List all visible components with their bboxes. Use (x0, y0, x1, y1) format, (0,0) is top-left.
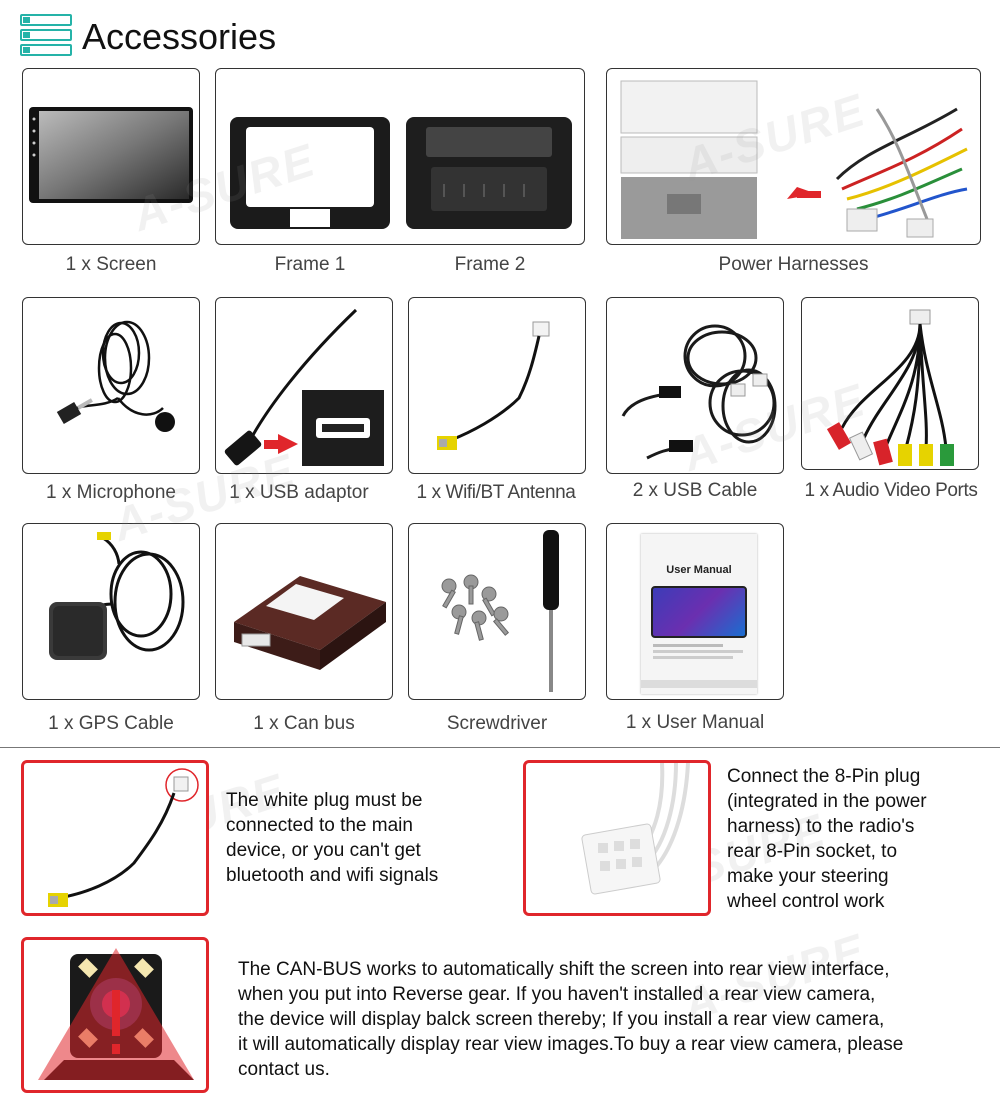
page-title: Accessories (82, 16, 277, 57)
screwdriver-image (408, 523, 586, 700)
usb-adaptor-image (215, 297, 393, 474)
wifi-bt-antenna-caption: 1 x Wifi/BT Antenna (416, 482, 576, 503)
usb-cable-caption: 2 x USB Cable (632, 480, 758, 501)
microphone-image (22, 297, 200, 474)
audio-video-ports-caption: 1 x Audio Video Ports (804, 480, 978, 501)
screwdriver-caption: Screwdriver (446, 713, 548, 734)
wifi-bt-antenna-image (408, 297, 586, 474)
gps-cable-caption: 1 x GPS Cable (48, 713, 174, 734)
usb-cable-image (606, 297, 784, 474)
white-plug-image (21, 760, 209, 916)
screen-caption: 1 x Screen (65, 254, 157, 275)
frame1-caption: Frame 1 (274, 254, 346, 275)
can-bus-image (215, 523, 393, 700)
eight-pin-plug-image (523, 760, 711, 916)
user-manual-image: User Manual (606, 523, 784, 700)
can-bus-note: The CAN-BUS works to automatically shift… (238, 959, 904, 1080)
gps-cable-image (22, 523, 200, 700)
section-divider (0, 747, 1000, 748)
frame2-caption: Frame 2 (454, 254, 526, 275)
power-harnesses-image (606, 68, 981, 245)
white-plug-note: The white plug must be connected to the … (226, 790, 439, 886)
can-bus-caption: 1 x Can bus (253, 713, 355, 734)
screen-image (22, 68, 200, 245)
usb-adaptor-caption: 1 x USB adaptor (229, 482, 369, 503)
audio-video-ports-image (801, 297, 979, 470)
user-manual-caption: 1 x User Manual (625, 712, 765, 733)
manual-cover-screen (651, 586, 747, 638)
manual-cover-title: User Manual (666, 564, 732, 576)
microphone-caption: 1 x Microphone (46, 482, 176, 503)
list-icon (20, 14, 72, 56)
rear-camera-image (21, 937, 209, 1093)
eight-pin-note: Connect the 8-Pin plug (integrated in th… (727, 766, 927, 912)
power-harnesses-caption: Power Harnesses (718, 254, 869, 275)
frames-image (215, 68, 585, 245)
